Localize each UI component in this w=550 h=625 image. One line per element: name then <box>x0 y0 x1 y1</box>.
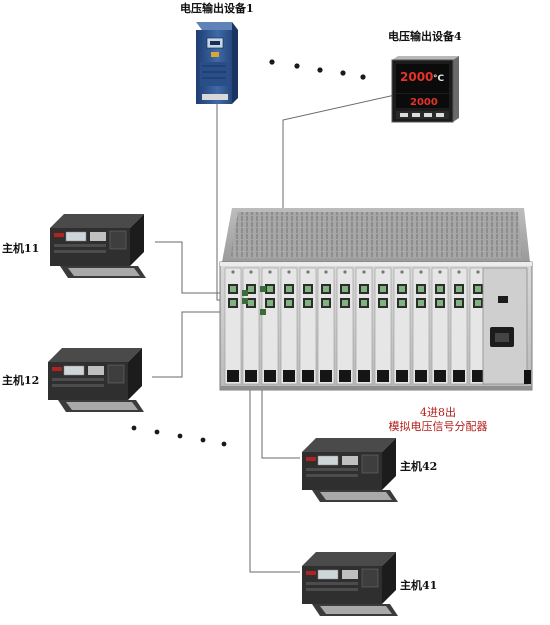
rack-card <box>317 267 335 385</box>
rack-card <box>336 267 354 385</box>
host-42-image <box>302 438 398 502</box>
voltage-device-1-label: 电压输出设备1 <box>180 2 254 15</box>
host-42-label: 主机42 <box>400 460 438 473</box>
controller-top-readout: 2000 <box>400 70 433 84</box>
host-11-label: 主机11 <box>2 242 40 255</box>
rack-card <box>431 267 449 385</box>
host-11-image <box>50 214 146 278</box>
host-12-image <box>48 348 144 412</box>
wire-host11 <box>155 241 242 294</box>
voltage-device-4-label: 电压输出设备4 <box>388 30 462 43</box>
controller-unit: °C <box>433 74 445 84</box>
rack-card <box>469 267 487 385</box>
controller-bottom-readout: 2000 <box>410 97 438 108</box>
wire-host41 <box>249 345 300 573</box>
voltage-device-4-image: 2000 °C 2000 <box>391 56 459 123</box>
ellipsis-dots-top <box>269 59 366 80</box>
rack-card <box>224 267 242 385</box>
rack-card <box>412 267 430 385</box>
rack-cards <box>224 267 487 385</box>
host-41-image <box>302 552 398 616</box>
rack-card <box>242 267 260 385</box>
distributor-caption: 4进8出 模拟电压信号分配器 <box>378 406 498 434</box>
connector-plugs <box>242 286 266 315</box>
rack-card <box>393 267 411 385</box>
rack-card <box>299 267 317 385</box>
rack-card <box>280 267 298 385</box>
rack-card <box>374 267 392 385</box>
host-41-label: 主机41 <box>400 579 438 592</box>
rack-card <box>450 267 468 385</box>
rack-card <box>261 267 279 385</box>
rack-card <box>355 267 373 385</box>
distributor-caption-line1: 4进8出 <box>420 406 456 419</box>
distributor-caption-line2: 模拟电压信号分配器 <box>388 420 488 433</box>
voltage-device-1-image <box>196 22 238 104</box>
ellipsis-dots-bottom <box>131 425 227 447</box>
host-12-label: 主机12 <box>2 374 40 387</box>
power-module <box>482 267 531 385</box>
